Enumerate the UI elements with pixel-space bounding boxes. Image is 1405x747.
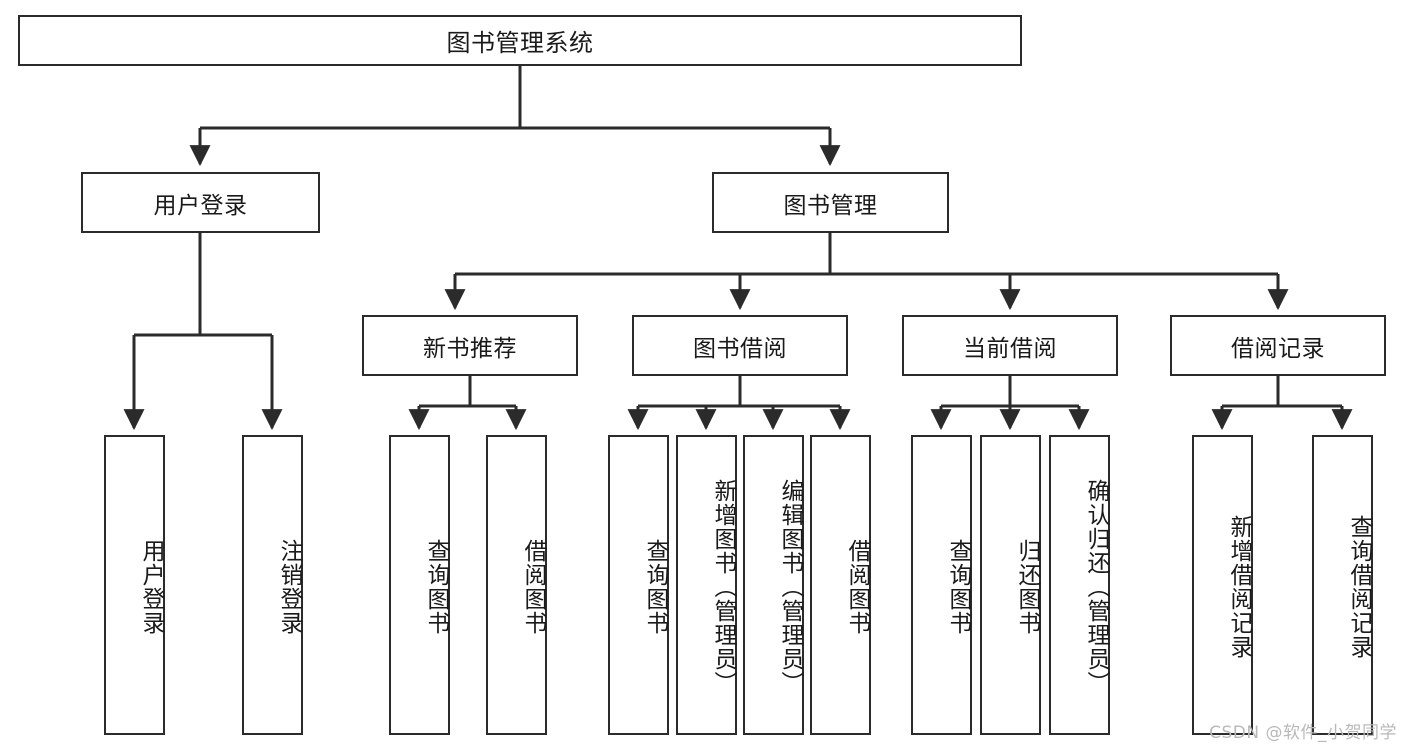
leaf-logout-label: 注销登录	[276, 539, 302, 635]
node-new-book-recommend[interactable]: 新书推荐	[362, 315, 578, 376]
leaf-add-record[interactable]: 新增借阅记录	[1192, 435, 1253, 735]
node-book-management-label: 图书管理	[783, 192, 878, 219]
leaf-borrow-book-1-label: 借阅图书	[520, 539, 546, 635]
leaf-query-book-2-label: 查询图书	[642, 539, 668, 635]
leaf-return-book[interactable]: 归还图书	[980, 435, 1041, 735]
node-current-borrow-label: 当前借阅	[963, 335, 1057, 362]
leaf-query-book-3[interactable]: 查询图书	[911, 435, 972, 735]
leaf-query-book-2[interactable]: 查询图书	[608, 435, 669, 735]
node-book-management[interactable]: 图书管理	[712, 172, 949, 233]
leaf-add-record-label: 新增借阅记录	[1226, 515, 1252, 659]
node-book-borrow-label: 图书借阅	[693, 335, 787, 362]
leaf-query-book-3-label: 查询图书	[945, 539, 971, 635]
node-current-borrow[interactable]: 当前借阅	[902, 315, 1118, 376]
node-borrow-record[interactable]: 借阅记录	[1170, 315, 1386, 376]
leaf-logout[interactable]: 注销登录	[242, 435, 303, 735]
leaf-borrow-book-2-label: 借阅图书	[844, 539, 870, 635]
node-root-label: 图书管理系统	[446, 29, 594, 57]
leaf-query-record-label: 查询借阅记录	[1346, 515, 1372, 659]
leaf-edit-book-label: 编辑图书（管理员）	[777, 479, 803, 695]
leaf-confirm-return-label: 确认归还（管理员）	[1083, 479, 1109, 695]
leaf-query-book-1[interactable]: 查询图书	[389, 435, 450, 735]
leaf-add-book[interactable]: 新增图书（管理员）	[676, 435, 737, 735]
leaf-user-login[interactable]: 用户登录	[104, 435, 165, 735]
node-root[interactable]: 图书管理系统	[18, 15, 1022, 66]
leaf-query-record[interactable]: 查询借阅记录	[1312, 435, 1373, 735]
leaf-return-book-label: 归还图书	[1014, 539, 1040, 635]
node-user-login[interactable]: 用户登录	[81, 172, 320, 233]
node-new-book-recommend-label: 新书推荐	[423, 335, 517, 362]
node-book-borrow[interactable]: 图书借阅	[632, 315, 848, 376]
leaf-add-book-label: 新增图书（管理员）	[710, 479, 736, 695]
leaf-query-book-1-label: 查询图书	[423, 539, 449, 635]
leaf-edit-book[interactable]: 编辑图书（管理员）	[743, 435, 804, 735]
leaf-borrow-book-2[interactable]: 借阅图书	[810, 435, 871, 735]
watermark: CSDN @软件_小贺同学	[1209, 723, 1397, 743]
leaf-user-login-label: 用户登录	[138, 539, 164, 635]
leaf-borrow-book-1[interactable]: 借阅图书	[486, 435, 547, 735]
node-user-login-label: 用户登录	[153, 192, 248, 219]
node-borrow-record-label: 借阅记录	[1231, 335, 1325, 362]
leaf-confirm-return[interactable]: 确认归还（管理员）	[1049, 435, 1110, 735]
